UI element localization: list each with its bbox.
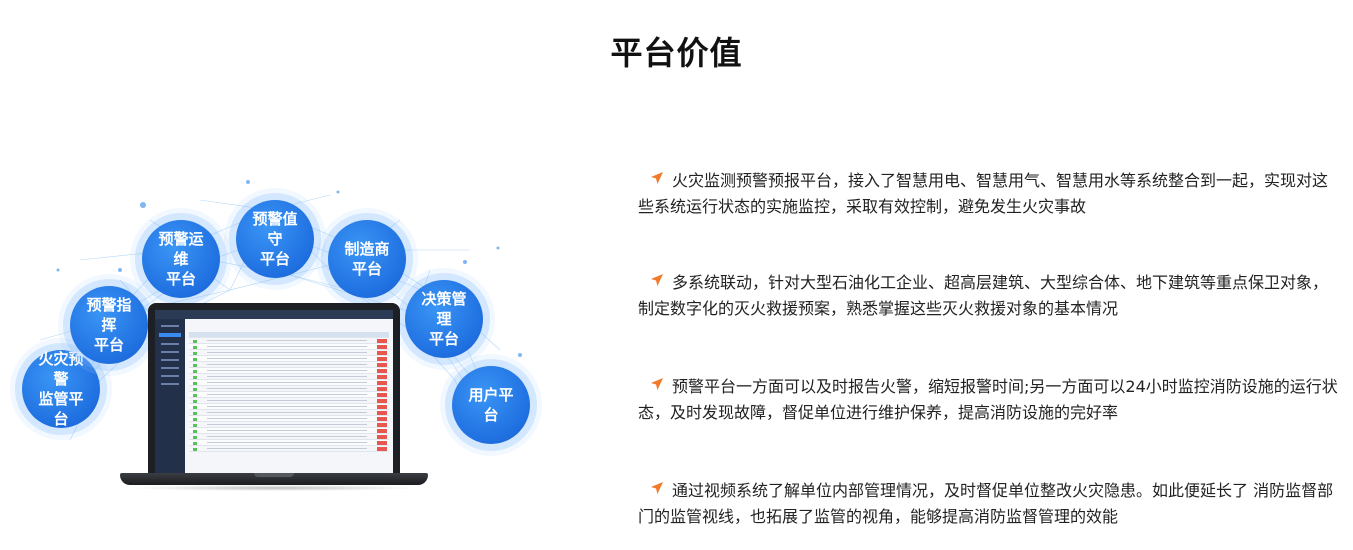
bubble-fire-warning-platform: 火灾预警监管平台 bbox=[22, 350, 100, 428]
dashboard-tabs bbox=[189, 322, 389, 337]
page-title: 平台价值 bbox=[610, 34, 743, 72]
laptop-mockup bbox=[120, 303, 428, 491]
dashboard-topbar bbox=[155, 310, 393, 319]
value-point: 多系统联动，针对大型石油化工企业、超高层建筑、大型综合体、地下建筑等重点保卫对象… bbox=[638, 270, 1338, 322]
bubble-label-line1: 预警运维 bbox=[158, 230, 204, 268]
bubble-label-line1: 火灾预警 bbox=[38, 350, 84, 388]
bubble-label-line1: 制造商 bbox=[344, 240, 390, 258]
value-point-text: 火灾监测预警预报平台，接入了智慧用电、智慧用气、智慧用水等系统整合到一起，实现对… bbox=[638, 171, 1329, 216]
bubble-warning-command-platform: 预警指挥平台 bbox=[70, 286, 148, 364]
bubble-label-line2: 监管平台 bbox=[38, 390, 84, 428]
bubble-label-line2: 平台 bbox=[93, 336, 124, 354]
dashboard-table bbox=[189, 332, 389, 471]
dashboard-sidebar bbox=[155, 319, 185, 473]
arrow-pointer-icon bbox=[638, 376, 672, 394]
value-point: 预警平台一方面可以及时报告火警，缩短报警时间;另一方面可以24小时监控消防设施的… bbox=[638, 374, 1338, 426]
value-point-text: 通过视频系统了解单位内部管理情况，及时督促单位整改火灾隐患。如此便延长了 消防监… bbox=[638, 481, 1334, 526]
bubble-label-line1: 用户平台 bbox=[468, 386, 514, 424]
value-point: 火灾监测预警预报平台，接入了智慧用电、智慧用气、智慧用水等系统整合到一起，实现对… bbox=[638, 168, 1338, 220]
value-point: 通过视频系统了解单位内部管理情况，及时督促单位整改火灾隐患。如此便延长了 消防监… bbox=[638, 478, 1338, 530]
bubble-warning-ops-platform: 预警运维平台 bbox=[142, 220, 220, 298]
value-point-text: 多系统联动，针对大型石油化工企业、超高层建筑、大型综合体、地下建筑等重点保卫对象… bbox=[638, 273, 1329, 318]
arrow-pointer-icon bbox=[638, 272, 672, 290]
bubble-decision-mgmt-platform: 决策管理平台 bbox=[405, 280, 483, 358]
bubble-label-line2: 平台 bbox=[259, 250, 290, 268]
bubble-user-platform: 用户平台 bbox=[452, 366, 530, 444]
laptop-screen-frame bbox=[148, 303, 400, 473]
bubble-label-line1: 预警指挥 bbox=[86, 296, 132, 334]
bubble-label-line1: 决策管理 bbox=[421, 290, 467, 328]
bubble-label-line2: 平台 bbox=[351, 260, 382, 278]
bubble-warning-duty-platform: 预警值守平台 bbox=[236, 200, 314, 278]
laptop-shadow bbox=[130, 485, 418, 491]
dashboard-screenshot bbox=[155, 310, 393, 473]
bubble-label-line2: 平台 bbox=[165, 270, 196, 288]
value-point-text: 预警平台一方面可以及时报告火警，缩短报警时间;另一方面可以24小时监控消防设施的… bbox=[638, 377, 1338, 422]
bubble-label-line2: 平台 bbox=[428, 330, 459, 348]
platform-illustration: 火灾预警监管平台 预警指挥平台 预警运维平台 预警值守平台 制造商平台 决策管理… bbox=[0, 140, 600, 550]
bubble-manufacturer-platform: 制造商平台 bbox=[328, 220, 406, 298]
arrow-pointer-icon bbox=[638, 170, 672, 188]
bubble-label-line1: 预警值守 bbox=[252, 210, 298, 248]
arrow-pointer-icon bbox=[638, 480, 672, 498]
laptop-base bbox=[120, 473, 428, 485]
